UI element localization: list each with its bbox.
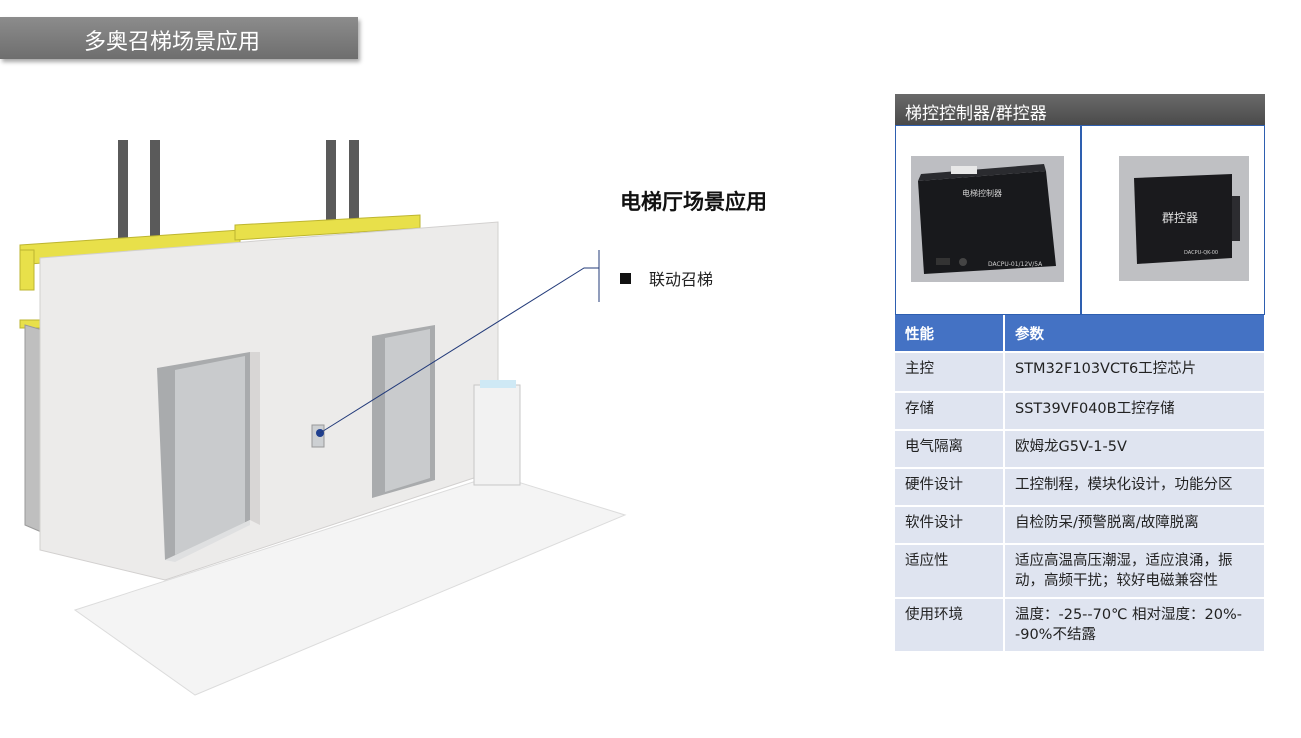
table-row: 电气隔离 欧姆龙G5V-1-5V: [895, 429, 1264, 468]
device-right-label: 群控器: [1162, 211, 1198, 225]
row-value: STM32F103VCT6工控芯片: [1004, 351, 1264, 392]
row-key: 主控: [895, 351, 1005, 392]
spec-table: 性能 参数 主控 STM32F103VCT6工控芯片 存储 SST39VF040…: [895, 315, 1264, 651]
device-right-model: DACPU-QK-00: [1184, 250, 1218, 256]
page-title: 多奥召梯场景应用: [84, 30, 261, 55]
bullet-item: 联动召梯: [620, 266, 713, 290]
row-value: 温度：-25--70℃ 相对湿度：20%--90%不结露: [1004, 597, 1264, 651]
table-header-row: 性能 参数: [895, 315, 1264, 352]
group-controller-image: 群控器 DACPU-QK-00: [1119, 156, 1249, 281]
device-left-model: DACPU-01/12V/5A: [988, 261, 1043, 268]
panel-header: 梯控控制器/群控器: [895, 94, 1265, 125]
row-key: 硬件设计: [895, 467, 1005, 506]
row-key: 使用环境: [895, 597, 1005, 651]
column-header-performance: 性能: [895, 315, 1005, 352]
section-heading: 电梯厅场景应用: [620, 190, 767, 214]
title-banner: 多奥召梯场景应用: [0, 17, 358, 59]
table-row: 硬件设计 工控制程，模块化设计，功能分区: [895, 467, 1264, 506]
table-row: 主控 STM32F103VCT6工控芯片: [895, 351, 1264, 392]
column-header-parameters: 参数: [1004, 315, 1264, 352]
row-key: 存储: [895, 391, 1005, 430]
elevator-controller-photo: 电梯控制器 DACPU-01/12V/5A: [895, 125, 1081, 315]
device-left-label: 电梯控制器: [962, 188, 1002, 198]
row-key: 软件设计: [895, 505, 1005, 544]
row-key: 适应性: [895, 543, 1005, 598]
row-key: 电气隔离: [895, 429, 1005, 468]
elevator-controller-image: 电梯控制器 DACPU-01/12V/5A: [911, 156, 1064, 282]
row-value: 适应高温高压潮湿，适应浪涌，振动，高频干扰；较好电磁兼容性: [1004, 543, 1264, 598]
table-row: 软件设计 自检防呆/预警脱离/故障脱离: [895, 505, 1264, 544]
group-controller-photo: 群控器 DACPU-QK-00: [1081, 125, 1265, 315]
table-row: 存储 SST39VF040B工控存储: [895, 391, 1264, 430]
table-row: 适应性 适应高温高压潮湿，适应浪涌，振动，高频干扰；较好电磁兼容性: [895, 543, 1264, 598]
row-value: SST39VF040B工控存储: [1004, 391, 1264, 430]
square-bullet-icon: [620, 272, 631, 284]
row-value: 工控制程，模块化设计，功能分区: [1004, 467, 1264, 506]
table-row: 使用环境 温度：-25--70℃ 相对湿度：20%--90%不结露: [895, 597, 1264, 651]
row-value: 自检防呆/预警脱离/故障脱离: [1004, 505, 1264, 544]
elevator-hall-illustration: [19, 140, 627, 696]
bullet-text: 联动召梯: [649, 270, 714, 289]
panel-header-title: 梯控控制器/群控器: [905, 104, 1047, 124]
row-value: 欧姆龙G5V-1-5V: [1004, 429, 1264, 468]
